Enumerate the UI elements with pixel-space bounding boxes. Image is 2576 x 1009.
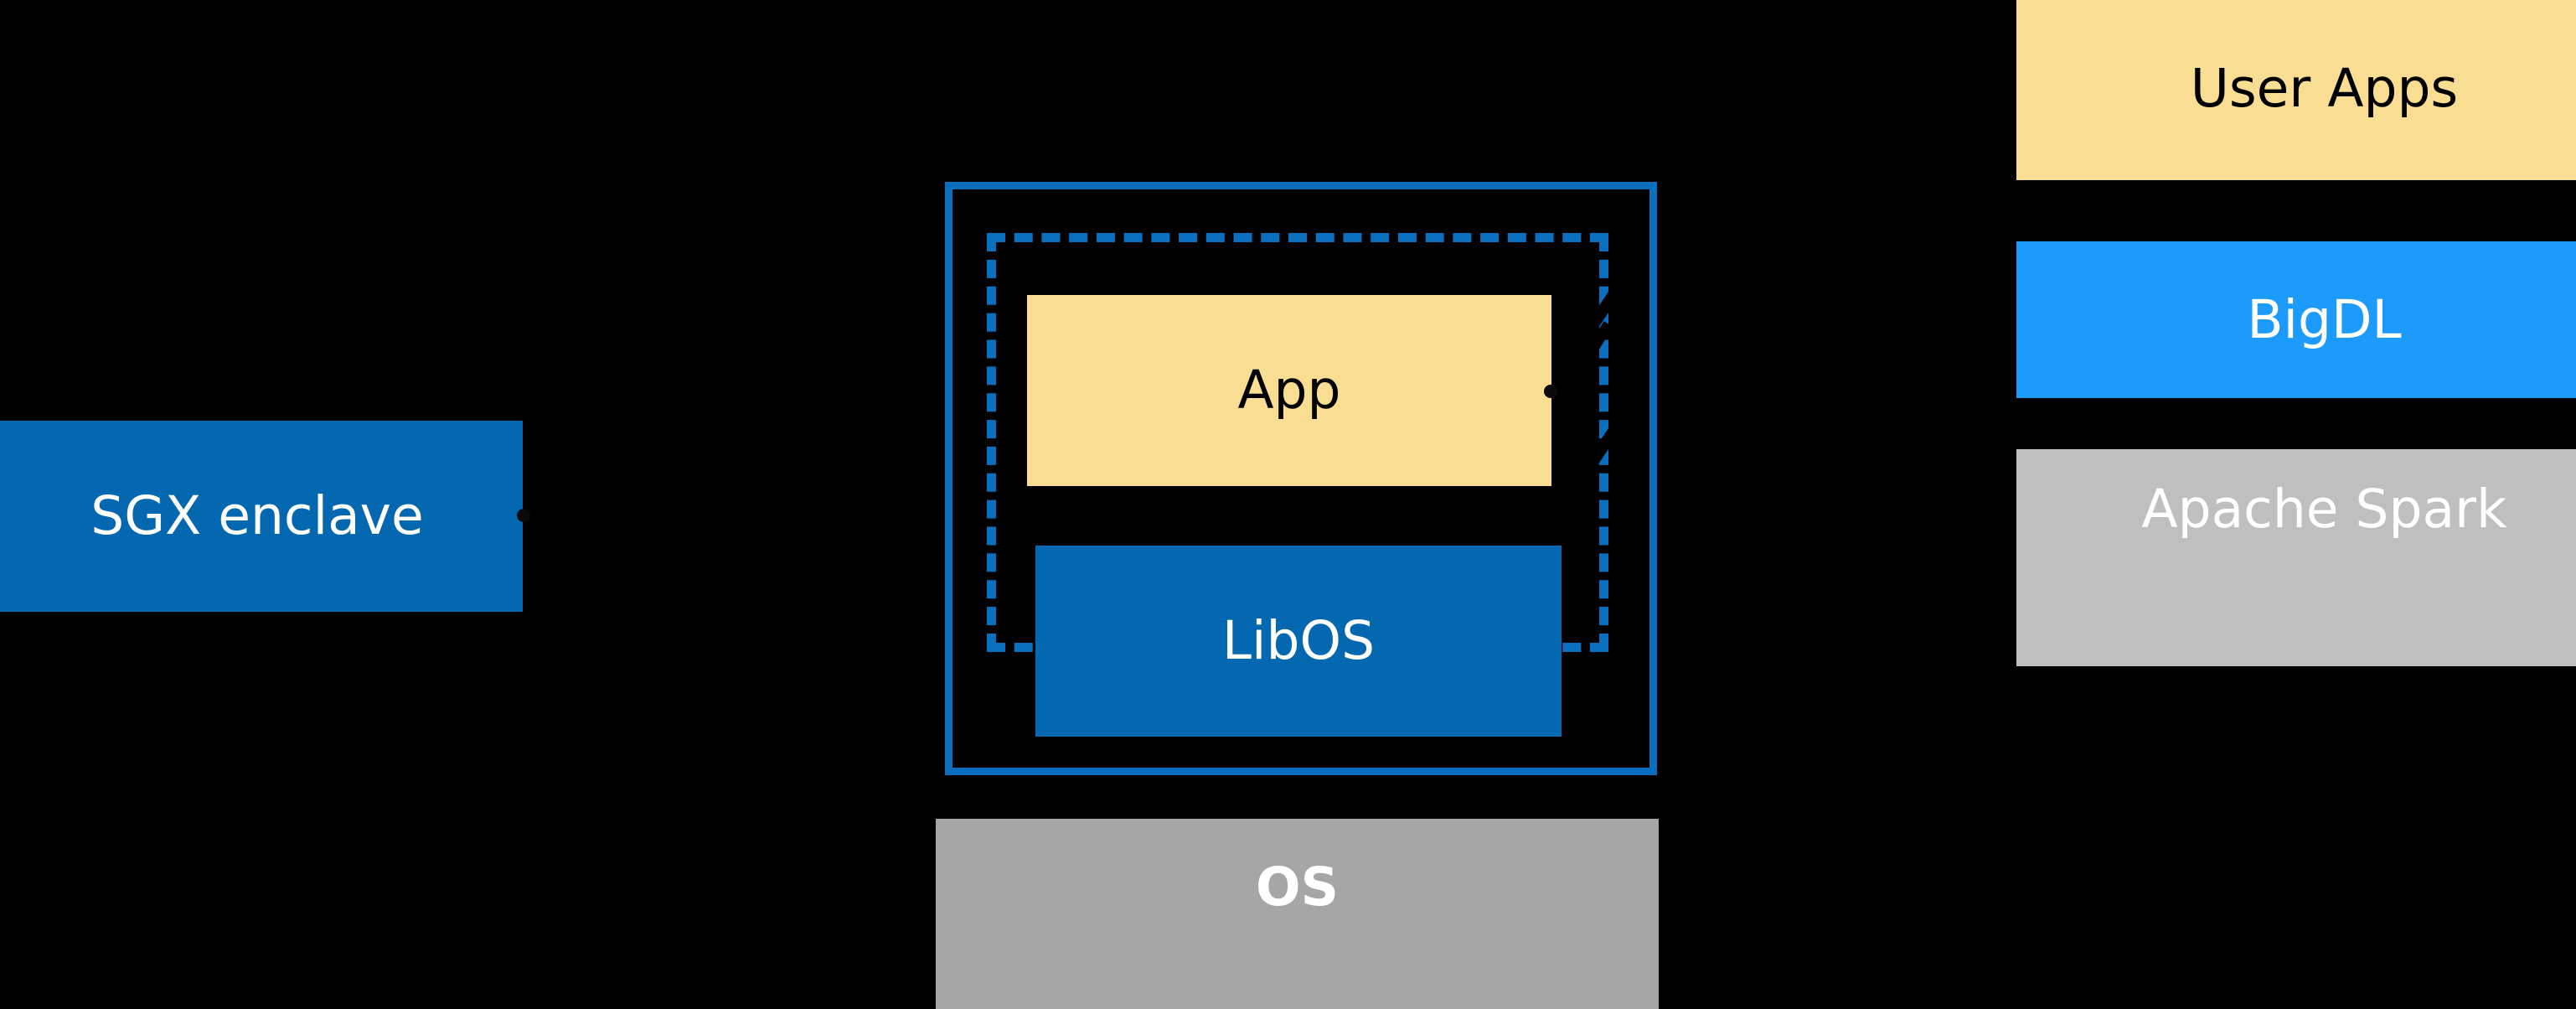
os-label: OS <box>1256 856 1339 918</box>
user-apps-label: User Apps <box>2190 57 2459 119</box>
sgx-enclave-box[interactable]: SGX enclave <box>0 421 523 612</box>
user-apps-box[interactable]: User Apps <box>2016 0 2576 180</box>
apache-spark-label: Apache Spark <box>2141 479 2507 540</box>
bigdl-box[interactable]: BigDL <box>2016 241 2576 398</box>
app-box[interactable]: App <box>1027 295 1551 486</box>
sgx-enclave-label: SGX enclave <box>90 485 424 547</box>
apache-spark-box[interactable]: Apache Spark <box>2016 449 2576 666</box>
libos-box[interactable]: LibOS <box>1035 546 1562 737</box>
app-label: App <box>1237 360 1341 422</box>
os-box[interactable]: OS <box>936 819 1659 1009</box>
libos-label: LibOS <box>1221 610 1376 672</box>
app-connector-dot <box>1544 385 1557 398</box>
enclave-boundary-frame <box>945 182 1657 775</box>
bigdl-label: BigDL <box>2247 288 2402 350</box>
sgx-enclave-connector-dot <box>517 509 530 522</box>
